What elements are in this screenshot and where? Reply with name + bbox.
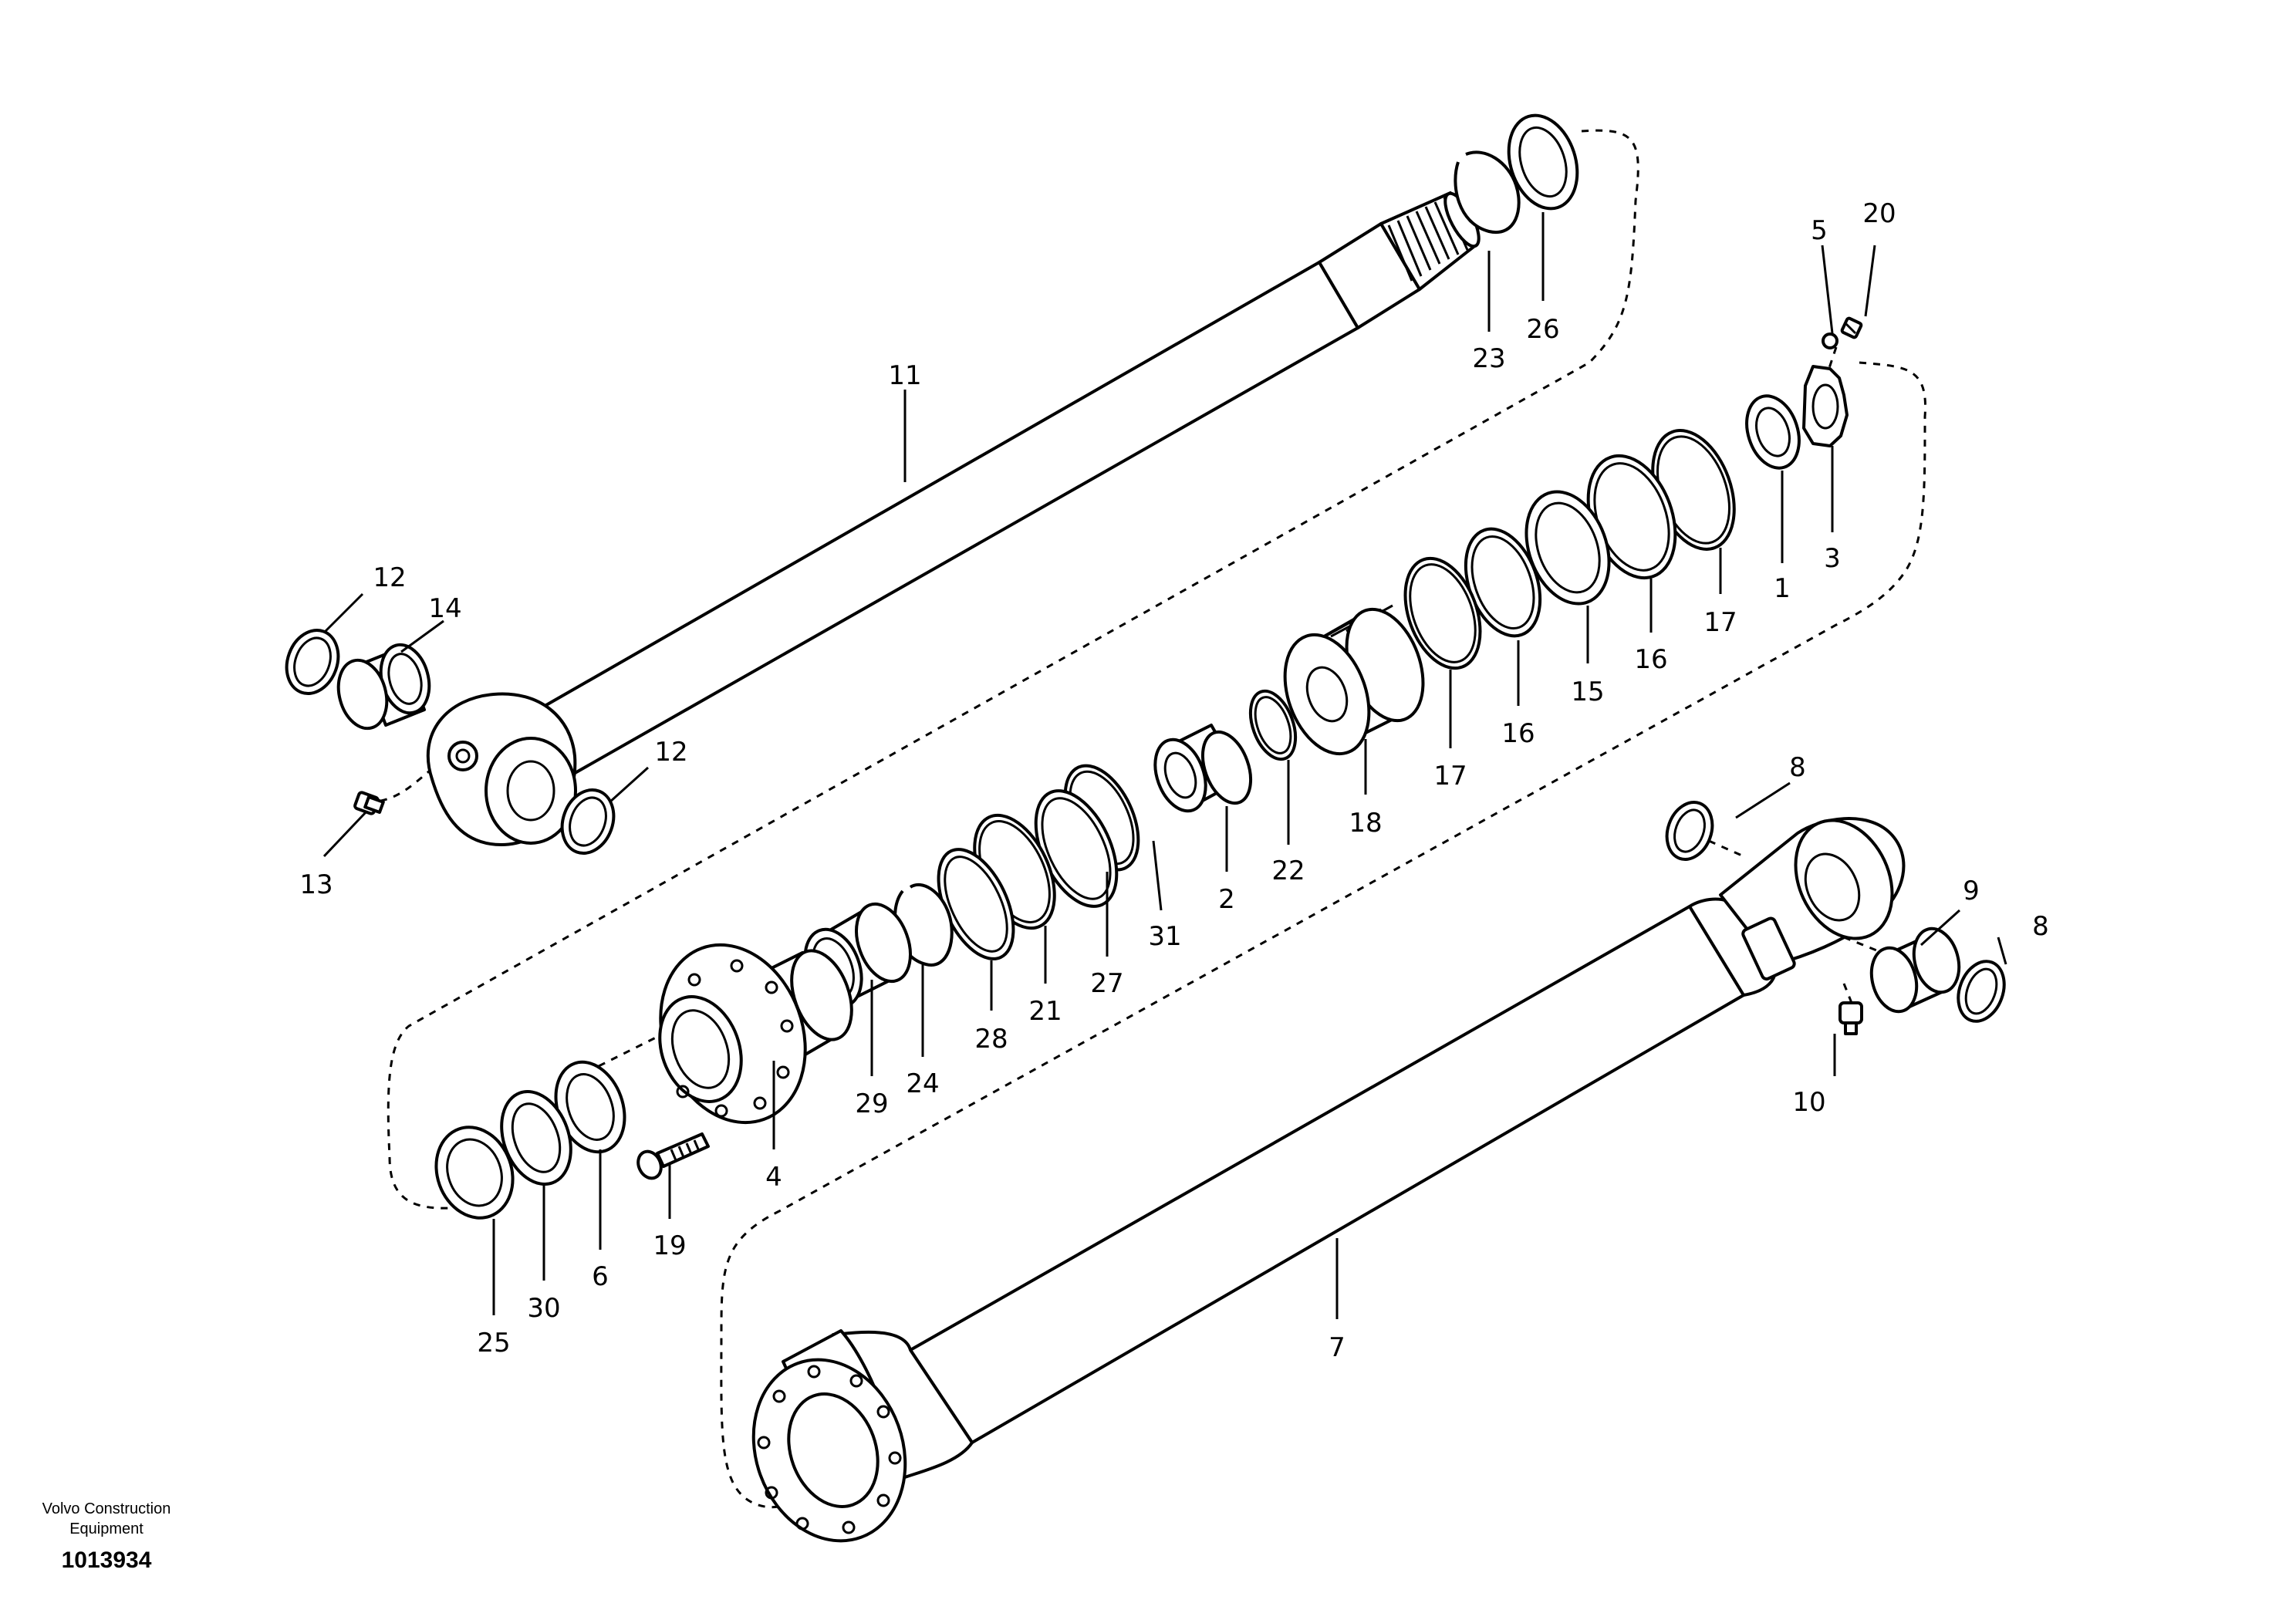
label-6: 6 [592, 1261, 609, 1292]
snap-ring-23 [1454, 150, 1521, 235]
label-20: 20 [1862, 198, 1896, 229]
label-1: 1 [1774, 573, 1791, 604]
label-25: 25 [477, 1328, 510, 1358]
label-13: 13 [299, 869, 333, 900]
washer-26 [1507, 113, 1579, 211]
label-17-right: 17 [1703, 607, 1737, 638]
assembly-path-rod [387, 129, 1639, 1210]
label-26: 26 [1526, 314, 1559, 345]
piston-18 [1283, 604, 1425, 756]
label-18: 18 [1349, 808, 1382, 839]
steel-ball-5 [1822, 332, 1838, 349]
ring-17-left [1403, 556, 1482, 670]
footer: Volvo Construction Equipment 1013934 [42, 1500, 171, 1573]
label-31: 31 [1148, 921, 1181, 952]
label-17-left: 17 [1433, 761, 1467, 791]
leader-lines [322, 212, 2007, 1319]
assembly-path-9 [1843, 936, 1883, 954]
label-28: 28 [974, 1024, 1008, 1055]
seal-8-right [1957, 960, 2006, 1023]
assembly-path-piston [720, 361, 1927, 1509]
label-16-right: 16 [1634, 644, 1667, 675]
seal-12-left [285, 629, 340, 695]
label-16-left: 16 [1501, 718, 1535, 749]
label-14: 14 [428, 593, 461, 624]
label-27: 27 [1090, 968, 1123, 999]
bushing-9 [1869, 926, 1961, 1014]
bolt-19 [636, 1132, 710, 1180]
assembly-path-10 [1842, 983, 1853, 1004]
label-2: 2 [1218, 884, 1235, 915]
grease-nipple-10 [1838, 1001, 1863, 1035]
seal-6 [554, 1060, 626, 1154]
dust-seal-25 [434, 1126, 515, 1220]
bushing-14 [336, 643, 431, 731]
cushion-collar-2 [1153, 724, 1253, 813]
set-screw-20 [1840, 316, 1863, 339]
seal-8-left [1665, 801, 1714, 861]
label-30: 30 [527, 1293, 560, 1324]
label-8-left: 8 [1789, 752, 1806, 783]
label-29: 29 [855, 1088, 888, 1119]
piston-nut-3 [1802, 365, 1849, 447]
label-5: 5 [1811, 215, 1828, 246]
seal-12-right [560, 788, 616, 855]
label-12-top: 12 [373, 562, 406, 593]
label-21: 21 [1028, 996, 1062, 1027]
label-4: 4 [765, 1162, 782, 1193]
drawing-number: 1013934 [62, 1547, 152, 1573]
label-11: 11 [888, 360, 921, 391]
brand-line-1: Volvo Construction [42, 1500, 171, 1517]
o-ring-22 [1248, 689, 1298, 761]
label-7: 7 [1329, 1332, 1346, 1363]
assembly-path-5 [1827, 346, 1838, 371]
label-23: 23 [1472, 343, 1505, 374]
label-3: 3 [1824, 543, 1841, 574]
grease-nipple-13 [353, 791, 385, 815]
label-8-right: 8 [2032, 911, 2049, 942]
label-15: 15 [1571, 677, 1604, 707]
assembly-path-head [586, 1028, 672, 1074]
assembly-path-13 [366, 758, 444, 804]
cylinder-head-4 [658, 943, 853, 1125]
piston-rod [426, 191, 1481, 846]
label-9: 9 [1963, 876, 1980, 906]
brand-line-2: Equipment [69, 1520, 144, 1537]
cylinder-tube-7 [751, 817, 1906, 1543]
label-10: 10 [1792, 1087, 1825, 1118]
assembly-path-8 [1708, 839, 1744, 858]
label-22: 22 [1271, 856, 1305, 886]
label-12-right: 12 [654, 737, 687, 768]
part-labels: 11 23 26 5 20 1 3 17 16 15 16 17 18 22 2… [299, 198, 2048, 1363]
label-19: 19 [653, 1230, 686, 1261]
label-24: 24 [906, 1068, 939, 1099]
lock-washer-1 [1745, 394, 1801, 470]
